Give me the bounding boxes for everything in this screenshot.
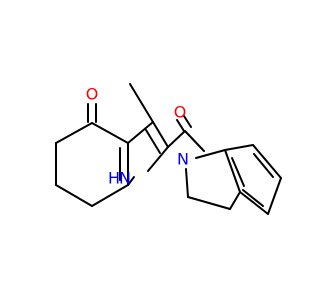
ketone-oxygen-label: O [86,85,99,104]
bond-aromatic-1 [224,149,241,193]
bond-aromatic-inner-1 [253,153,274,178]
bond-amide-carbonyl-2 [183,115,192,128]
bond-c2-to-amide-carbon [167,130,186,148]
bond-aromatic-inner-3 [231,157,245,187]
bond-carbonyl-carbon-to-ch2 [55,122,93,144]
bond-aromatic-3 [252,144,282,179]
bond-n-to-aromatic [195,149,226,159]
bond-pyrrole-c3-c2 [152,121,169,148]
bond-junction-to-methyl-carbon [127,121,154,144]
bond-n-to-ch2 [185,168,189,198]
bond-amide-carbonyl-1 [176,119,185,132]
bond-n1-to-ring-junction [127,176,135,186]
indoline-ring-system [185,144,282,215]
bond-ch2-to-aromatic [229,191,241,210]
indolyl-cyclohexenone-ring-system [55,83,205,207]
bond-aromatic-5 [239,191,269,215]
amide-oxygen-label: O [174,103,187,122]
bond-junction-to-carbonyl [91,122,129,144]
bond-pyrrole-c3-c2-inner [145,129,161,154]
indoline-nitrogen-label: N [177,150,189,169]
pyrrole-hydrogen-label: H [108,169,120,188]
bond-aromatic-2 [224,144,254,151]
bond-ring-ch2-middle [55,184,93,207]
pyrrole-nitrogen-label: N [119,169,131,188]
bond-pyrrole-c2-to-n1 [147,146,169,172]
bond-ring-ch2-bottom [91,184,129,207]
chemical-structure-diagram: O O N H N [55,83,282,215]
bond-ch2-ch2 [187,196,231,210]
bond-amide-carbon-to-n [184,130,205,152]
bond-aromatic-inner-2 [242,189,264,207]
bond-methyl [129,83,154,123]
bond-aromatic-4 [267,177,282,215]
